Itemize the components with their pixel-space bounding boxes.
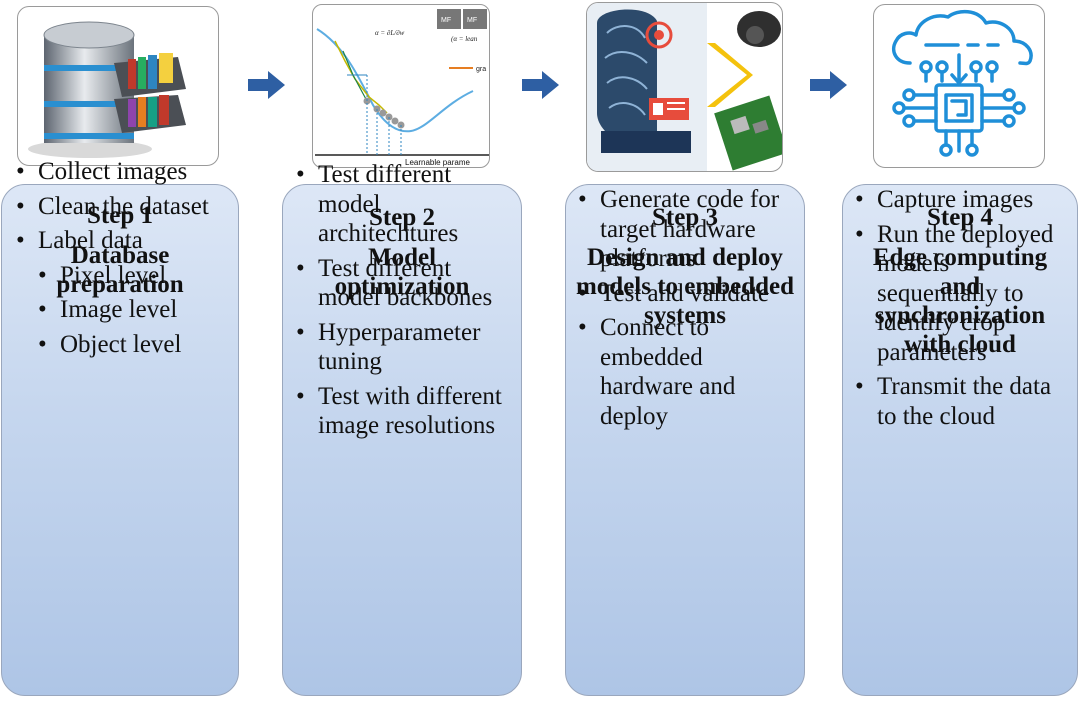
svg-text:α = ∂L/∂w: α = ∂L/∂w — [375, 29, 405, 37]
sub-list-item: Pixel level — [38, 261, 231, 291]
ai-brain-embedded-hardware-icon — [587, 3, 782, 171]
list-item: Transmit the data to the cloud — [855, 372, 1073, 431]
right-arrow-icon — [522, 70, 560, 100]
list-item: Clean the dataset — [16, 192, 231, 222]
gradient-descent-image: MF MF α = ∂L/∂w (α = lean gra Learnable … — [312, 4, 490, 168]
list-item: Test and validate — [578, 279, 800, 309]
step-2-task-list: Test different model architechtures Test… — [296, 160, 518, 446]
svg-text:MF: MF — [467, 17, 477, 24]
gradient-descent-graph-icon: MF MF α = ∂L/∂w (α = lean gra Learnable … — [315, 9, 489, 167]
list-item: Test with different image resolutions — [296, 382, 518, 441]
database-image — [17, 6, 219, 166]
list-item: Connect to embedded hardware and deploy — [578, 313, 800, 431]
svg-text:MF: MF — [441, 17, 451, 24]
sub-list-item: Object level — [38, 330, 231, 360]
list-item-label: Label data — [38, 227, 143, 254]
list-item: Collect images — [16, 157, 231, 187]
svg-text:(α = lean: (α = lean — [451, 35, 478, 43]
list-item: Generate code for target hardware platfo… — [578, 185, 800, 274]
svg-text:gra: gra — [476, 66, 486, 73]
cloud-chip-icon — [891, 9, 1033, 157]
list-item: Test different model architechtures — [296, 160, 518, 249]
database-icon — [28, 21, 186, 158]
sub-list-item: Image level — [38, 295, 231, 325]
step-3-task-list: Generate code for target hardware platfo… — [578, 185, 800, 436]
step-1-task-list: Collect images Clean the dataset Label d… — [16, 157, 231, 364]
right-arrow-icon — [248, 70, 286, 100]
list-item: Test different model backbones — [296, 254, 518, 313]
sub-list: Pixel level Image level Object level — [38, 261, 231, 360]
list-item: Capture images — [855, 185, 1073, 215]
list-item: Hyperparameter tuning — [296, 318, 518, 377]
list-item: Label data Pixel level Image level Objec… — [16, 226, 231, 359]
embedded-systems-image — [586, 2, 783, 172]
list-item: Run the deployed models sequentially to … — [855, 220, 1073, 368]
edge-cloud-image — [873, 4, 1045, 168]
right-arrow-icon — [810, 70, 848, 100]
step-4-task-list: Capture images Run the deployed models s… — [855, 185, 1073, 436]
